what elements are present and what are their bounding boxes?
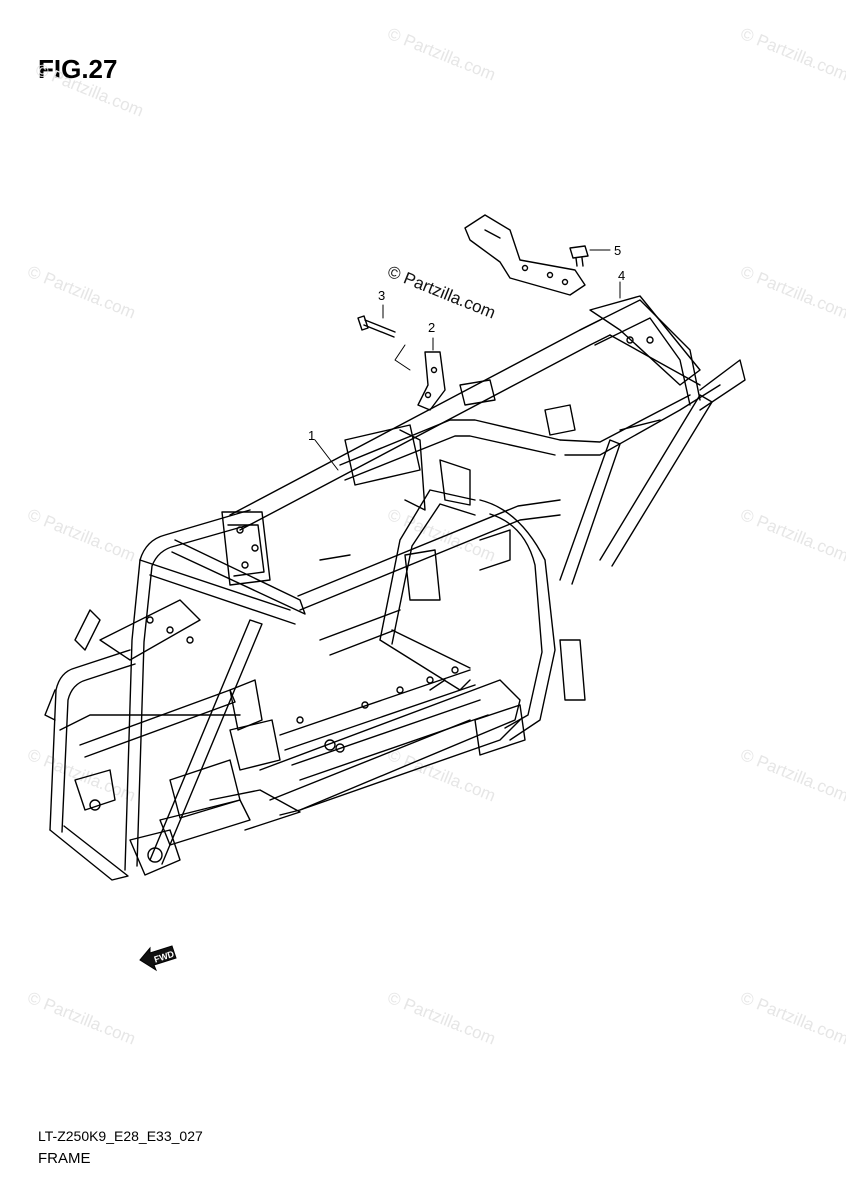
reference-code: LT-Z250K9_E28_E33_027 (38, 1128, 203, 1144)
part-2-bracket (417, 351, 446, 411)
callout-3: 3 (378, 288, 385, 303)
frame-holes (89, 336, 654, 863)
callout-1: 1 (308, 428, 315, 443)
part-3-bolt (357, 315, 396, 338)
callout-5: 5 (614, 243, 621, 258)
forward-arrow-icon: FWD (139, 945, 177, 972)
frame-assembly (44, 295, 746, 881)
part-5-bolt (569, 245, 589, 267)
callout-2: 2 (428, 320, 435, 335)
figure-title: FIG.27 (38, 54, 118, 84)
part-4-plate (464, 214, 586, 296)
leader-lines (314, 249, 621, 471)
callout-4: 4 (618, 268, 625, 283)
section-name: FRAME (38, 1150, 91, 1167)
